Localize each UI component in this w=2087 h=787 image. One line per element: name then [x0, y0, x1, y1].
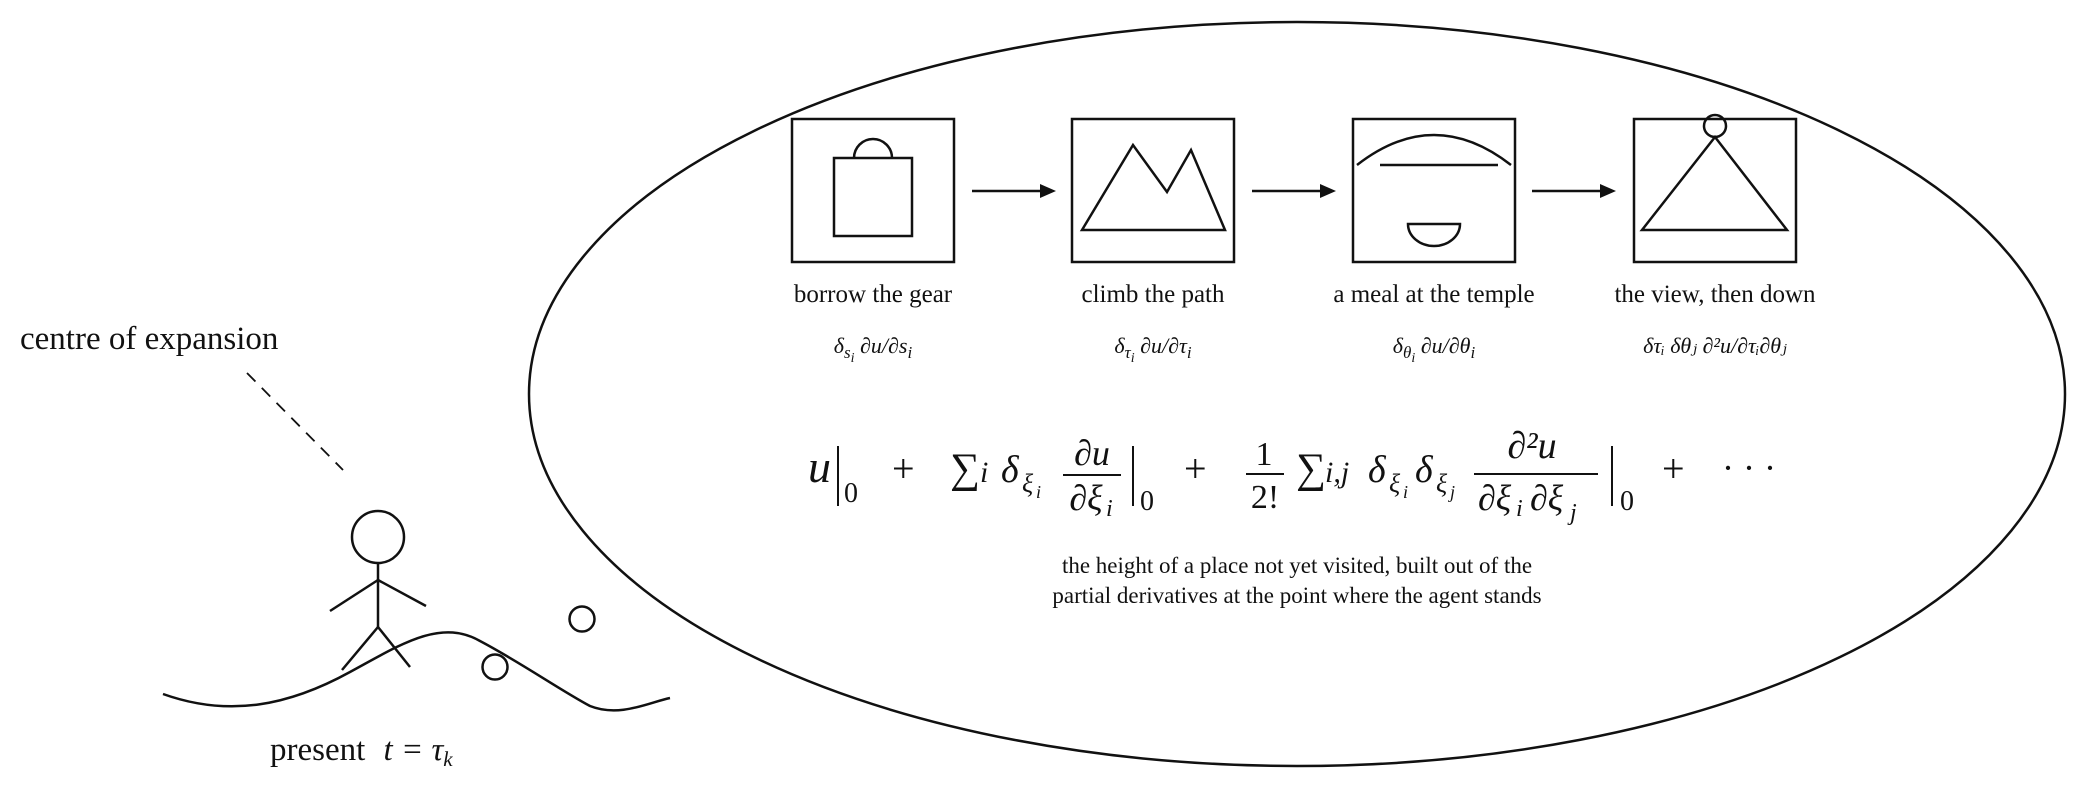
formula-eval-1: 0	[844, 478, 858, 509]
step-box-path	[1070, 117, 1236, 264]
formula-delta-2: δ	[1368, 449, 1387, 491]
step-label-view: the view, then down	[1614, 281, 1816, 308]
thought-bubble-dot-large	[568, 605, 596, 633]
terrain-curve	[162, 631, 671, 712]
frac1-den-sub: i	[1106, 496, 1113, 522]
formula-plus-2: +	[1184, 446, 1207, 491]
taylor-formula: u 0 + ∑ i δ ξ i ∂u ∂ξ i 0 + 1 2! ∑ i,j δ…	[808, 425, 1776, 526]
frac1-num: ∂u	[1074, 433, 1110, 473]
present-subscript: k	[443, 747, 453, 771]
caption-line-2: partial derivatives at the point where t…	[1052, 583, 1541, 608]
formula-sum-2-sub: i,j	[1325, 456, 1349, 489]
arrow-2	[1252, 184, 1336, 198]
agent-arm-right	[377, 578, 427, 608]
arrow-1	[972, 184, 1056, 198]
half-num: 1	[1256, 436, 1273, 473]
agent-head	[350, 509, 406, 565]
thought-bubble-dot-small	[481, 653, 509, 681]
step-term-meal: δθi ∂u/∂θi	[1393, 333, 1476, 366]
formula-delta-1-subsub: i	[1036, 482, 1041, 502]
frac2-den-a: ∂ξ	[1478, 478, 1512, 518]
half-den: 2!	[1251, 479, 1279, 516]
step-box-meal	[1351, 117, 1517, 264]
formula-delta-3-sub: ξ	[1436, 469, 1448, 498]
formula-delta-1: δ	[1001, 449, 1020, 491]
formula-delta-2-subsub: i	[1403, 482, 1408, 502]
frac2-den-a-sub: i	[1516, 496, 1523, 522]
formula-dots: · · ·	[1722, 448, 1776, 488]
step-term-path: δτi ∂u/∂τi	[1114, 333, 1191, 366]
arrow-3	[1532, 184, 1616, 198]
agent-leg-left	[341, 626, 379, 671]
frac2-num: ∂²u	[1507, 425, 1556, 467]
agent-arm-left	[329, 578, 379, 613]
agent-stick-figure	[329, 509, 427, 671]
summit-icon	[1639, 113, 1790, 232]
frac2-den-b: ∂ξ	[1530, 478, 1564, 518]
present-label: present t = τk	[270, 732, 453, 771]
present-equation: t = τ	[384, 732, 445, 768]
centre-leader-line	[246, 372, 344, 471]
step-box-gear	[790, 117, 956, 264]
formula-eval-2: 0	[1140, 486, 1154, 517]
formula-u: u	[808, 441, 831, 492]
formula-plus-3: +	[1662, 446, 1685, 491]
frac1-den: ∂ξ	[1069, 478, 1103, 518]
formula-sum-1: ∑	[950, 446, 980, 492]
formula-sum-1-sub: i	[980, 456, 988, 489]
centre-of-expansion-label: centre of expansion	[20, 321, 278, 357]
present-word: present	[270, 732, 365, 768]
formula-delta-3: δ	[1415, 449, 1434, 491]
step-box-view	[1632, 117, 1798, 264]
formula-delta-3-subsub: j	[1448, 482, 1455, 502]
formula-delta-2-sub: ξ	[1389, 469, 1401, 498]
caption-line-1: the height of a place not yet visited, b…	[1062, 553, 1532, 578]
formula-sum-2: ∑	[1296, 446, 1326, 492]
step-label-path: climb the path	[1081, 281, 1225, 308]
formula-delta-1-sub: ξ	[1022, 469, 1034, 498]
mountain-icon	[1079, 142, 1227, 232]
formula-plus-1: +	[892, 446, 915, 491]
thought-bubble	[527, 20, 2067, 768]
formula-eval-3: 0	[1620, 486, 1634, 517]
frac2-den-b-sub: j	[1567, 500, 1577, 526]
step-label-gear: borrow the gear	[794, 281, 953, 308]
bag-icon	[832, 137, 914, 238]
step-term-gear: δsi ∂u/∂si	[834, 333, 913, 366]
step-term-view: δτᵢ δθⱼ ∂²u/∂τᵢ∂θⱼ	[1643, 333, 1787, 358]
step-label-meal: a meal at the temple	[1333, 281, 1534, 308]
meal-icon	[1356, 133, 1512, 248]
